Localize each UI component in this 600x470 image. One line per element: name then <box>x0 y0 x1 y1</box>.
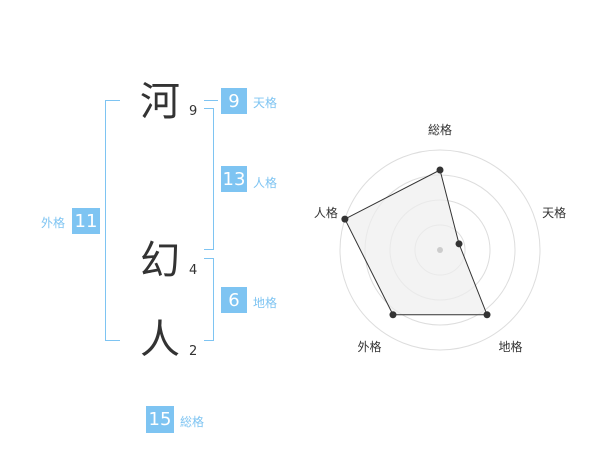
gai-bracket <box>105 100 120 341</box>
radar-point-3 <box>389 311 397 319</box>
jin-bracket <box>204 108 214 250</box>
sou-value-box: 15 <box>146 406 174 433</box>
radar-axis-label-0: 総格 <box>428 122 452 137</box>
sou-label: 総格 <box>180 415 205 429</box>
stroke-count-3: 2 <box>189 344 198 359</box>
name-char-3: 人 <box>140 317 180 363</box>
stroke-count-2: 4 <box>189 263 198 278</box>
radar-point-0 <box>436 166 444 174</box>
gai-label: 外格 <box>41 216 66 230</box>
radar-axis-label-3: 外格 <box>357 339 381 354</box>
radar-axis-label-4: 人格 <box>314 205 338 220</box>
jin-label: 人格 <box>253 176 278 190</box>
ten-label: 天格 <box>253 96 278 110</box>
radar-axis-label-1: 天格 <box>542 205 566 220</box>
ten-bracket <box>204 100 218 101</box>
ten-value-box: 9 <box>221 88 247 114</box>
radar-center <box>437 247 443 253</box>
name-char-1: 河 <box>140 79 180 125</box>
chi-bracket <box>204 258 214 341</box>
gai-value-box: 11 <box>72 208 100 234</box>
radar-point-4 <box>341 215 349 223</box>
radar-point-2 <box>483 311 491 319</box>
chi-value-box: 6 <box>221 287 247 313</box>
chi-label: 地格 <box>253 296 278 310</box>
radar-point-1 <box>455 240 463 248</box>
radar-ring <box>339 149 541 351</box>
radar-axis-label-2: 地格 <box>499 339 523 354</box>
name-char-2: 幻 <box>140 238 180 284</box>
jin-value-box: 13 <box>221 166 247 192</box>
radar-polygon <box>344 169 488 316</box>
stroke-count-1: 9 <box>189 104 198 119</box>
